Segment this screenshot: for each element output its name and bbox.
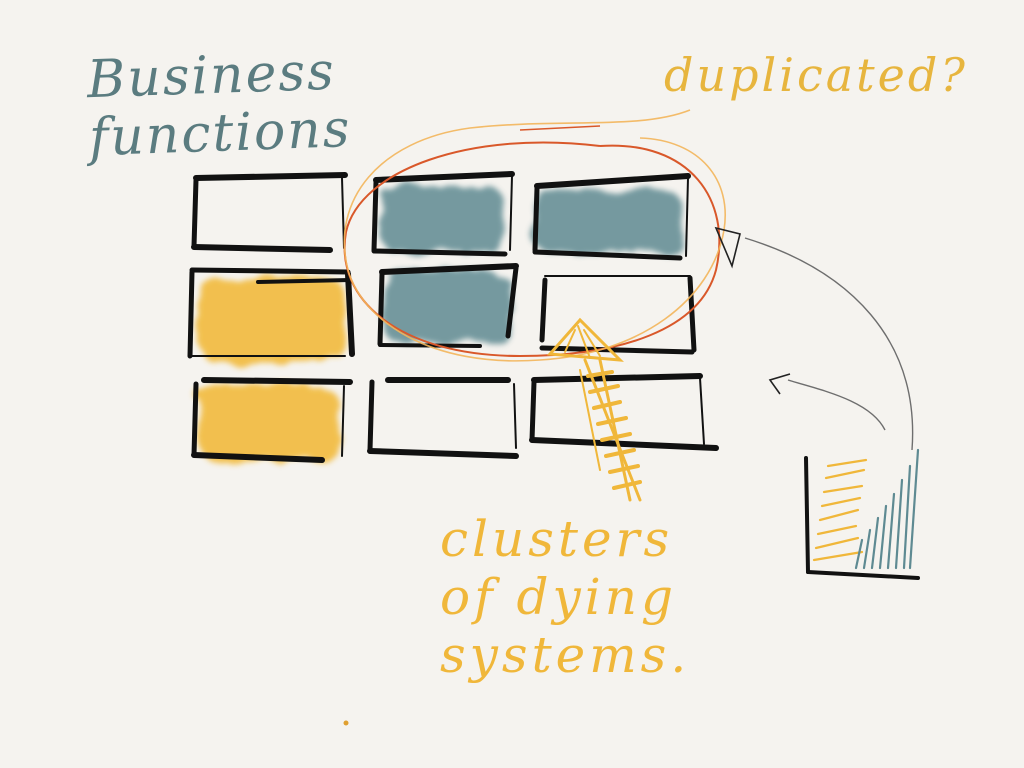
wash-slate-r0c1	[380, 186, 504, 252]
wash-slate-r0c2	[532, 190, 682, 252]
grid-box-r1c1	[377, 263, 519, 348]
chart-y-axis	[804, 456, 810, 574]
wash-amber-r2c0	[198, 385, 338, 461]
clusters-arrow	[546, 317, 642, 502]
grid-box-r2c2	[529, 373, 719, 451]
grid-box-r2c1	[367, 377, 519, 459]
grid-box-r0c0	[191, 172, 348, 253]
clusters-label: clusters of dying systems.	[440, 510, 691, 684]
growth-chart	[804, 448, 920, 580]
chart-amber-hatch	[812, 458, 868, 562]
chart-x-axis	[806, 570, 920, 580]
grid-box-r1c0	[187, 267, 355, 359]
wash-amber-r1c0	[198, 278, 346, 362]
wash-slate-r1c1	[382, 272, 512, 342]
grid-box-r0c2	[532, 173, 691, 261]
stray-ink-dot	[343, 720, 349, 726]
duplicated-label: duplicated?	[664, 48, 968, 102]
watercolor-washes	[198, 186, 682, 461]
feedback-arrow	[714, 226, 914, 451]
grid-box-r2c0	[191, 377, 353, 463]
chart-slate-hatch	[854, 448, 920, 570]
grid-box-r0c1	[371, 171, 515, 257]
function-grid	[187, 171, 719, 463]
business-functions-label: Business functions	[86, 41, 353, 169]
